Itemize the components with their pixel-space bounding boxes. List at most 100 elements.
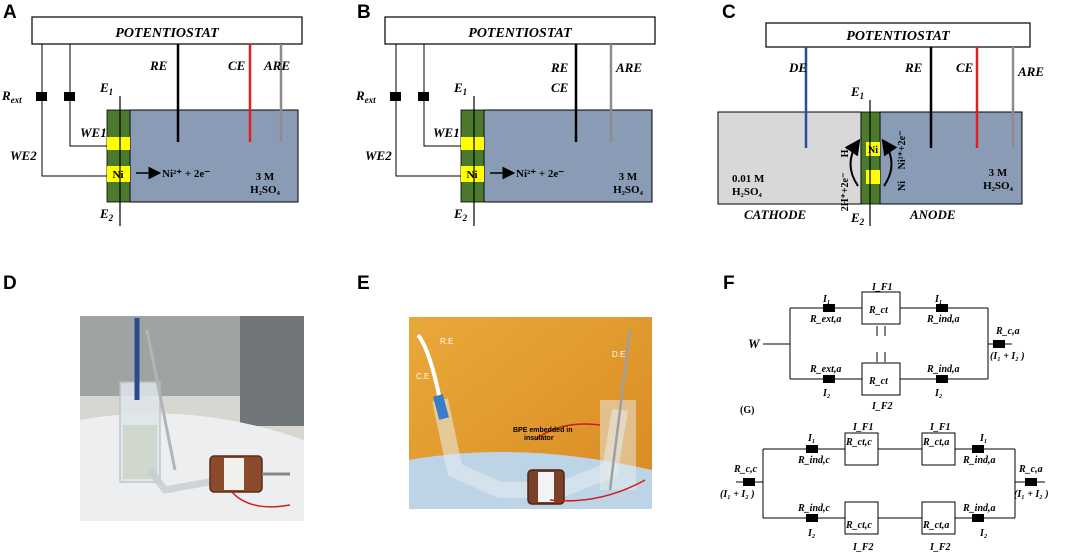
rind-c-bottom-label: R_ind,c [797,503,831,514]
electrolyte-cell [129,109,299,203]
ni-label: Ni [113,169,124,181]
potentiostat-label: POTENTIOSTAT [846,29,951,44]
bpe-e1-pad [461,137,484,150]
photo-e-bpe-label: BPE embedded in [513,427,573,434]
we2-wire [41,44,107,177]
i1-top-right-label: I₁ [934,294,942,305]
rext-resistor-1 [36,92,47,101]
i1-left-label: I₁ [807,433,815,444]
panel-label-b: B [357,2,371,23]
rind-top [936,304,948,312]
ni-reaction-label: Ni²⁺+2e⁻ [897,131,908,170]
rct-bottom-box [861,362,901,396]
reaction-text: Ni²⁺ + 2e⁻ [516,168,564,180]
photo-e-insulator-label: insulator [524,435,554,442]
anode-conc-label: 3 M [989,167,1008,179]
re-label: RE [904,60,923,75]
potentiostat-box [765,22,1031,48]
rind-c-top-label: R_ind,c [797,455,831,466]
are-label: ARE [615,60,642,75]
we2-label: WE2 [10,148,37,163]
bpe-pad-bottom [866,170,880,184]
anode-reaction-arrow [881,138,898,187]
electrolyte-cell [483,109,653,203]
reaction-text: Ni²⁺ + 2e⁻ [162,168,210,180]
bpe-e2-pad [461,166,484,182]
rct-c-bottom-box [844,501,879,535]
are-label: ARE [1017,64,1044,79]
rext-bottom-label: R_ext,a [809,364,841,375]
we1-wire [69,44,107,147]
bpe-insulator [106,109,131,203]
panel-c: C POTENTIOSTAT Ni DE RE CE ARE E1 E2 H₂ … [717,2,1044,227]
rct-c-top-box [844,432,879,466]
acid-label: H₂SO₄ [250,184,281,196]
ce-label: CE [551,80,569,95]
rct-c-top-label: R_ct,c [845,437,872,448]
potentiostat-label: POTENTIOSTAT [115,26,220,41]
e1-label: E1 [453,80,467,97]
photo-d-insulator [224,458,244,490]
photo-d-cable [231,491,291,508]
rct-top-box [861,291,901,325]
e2-label: E2 [99,206,114,223]
photo-d-equipment [240,316,304,426]
rind-a-top [972,445,984,453]
we2-wire [395,44,461,177]
conc-label: 3 M [619,171,638,183]
i2-bottom-right-label: I₂ [934,388,942,399]
bpe-e1-pad [107,137,130,150]
panel-f: F W I₁ I₁ I_F1 R_ct R_ext,a R_ind,a R_c,… [723,273,1025,412]
anode-cell [879,111,1023,205]
if2-left-label: I_F2 [852,542,874,553]
photo-e-right-tube [600,400,636,490]
rind-c-bottom [806,514,818,522]
ce-label: CE [956,60,974,75]
i2-right-label: I₂ [979,528,987,539]
if1-left-label: I_F1 [852,422,874,433]
ni-label: Ni [868,145,878,156]
rext-top [823,304,835,312]
rc-a-resistor [993,340,1005,348]
photo-e-insulator [538,472,554,502]
if1-right-label: I_F1 [929,422,951,433]
panel-label-c: C [722,2,736,23]
rext-resistor-2 [64,92,75,101]
cathode-reaction-arrow [844,138,861,187]
e2-label: E2 [453,206,468,223]
rind-a-bottom [972,514,984,522]
cathode-acid-label: H₂SO₄ [732,186,763,198]
de-label: DE [788,60,807,75]
cathode-label: CATHODE [744,207,806,222]
panel-b: B POTENTIOSTAT Ni RE CE ARE Rext WE1 WE2… [355,2,656,226]
rind-a-top-label: R_ind,a [962,455,996,466]
conc-label: 3 M [256,171,275,183]
cathode-conc-label: 0.01 M [732,173,765,185]
if2-label: I_F2 [871,401,893,412]
re-label: RE [550,60,569,75]
panel-a: A POTENTIOSTAT Ni RE CE ARE Rext WE1 WE2… [1,2,303,226]
rind-top-label: R_ind,a [926,314,960,325]
h2-label: H₂ [840,147,851,158]
rext-resistor-2 [418,92,429,101]
rc-a-resistor [1025,478,1037,486]
rct-a-top-box [921,432,956,466]
rc-c-label: R_c,c [733,464,758,475]
acid-label: H₂SO₄ [613,184,644,196]
i1-right-label: I₁ [979,433,987,444]
rind-a-bottom-label: R_ind,a [962,503,996,514]
ni-metal-label: Ni [897,181,908,191]
rext-label: Rext [355,88,376,105]
i2-left-label: I₂ [807,528,815,539]
photo-e-de-label: D.E [612,350,625,359]
ce-label: CE [228,58,246,73]
sum-right-label: (I₁ + I₂ ) [1014,489,1049,500]
ni-label: Ni [467,169,478,181]
photo-e-re-cable [416,333,442,401]
photo-e-de-wire [608,329,632,491]
panel-e: E R.E C.E D.E BPE embedded in insulator [357,273,652,509]
e1-label: E1 [99,80,113,97]
e2-label: E2 [850,210,865,227]
rext-top-label: R_ext,a [809,314,841,325]
rind-c-top [806,445,818,453]
